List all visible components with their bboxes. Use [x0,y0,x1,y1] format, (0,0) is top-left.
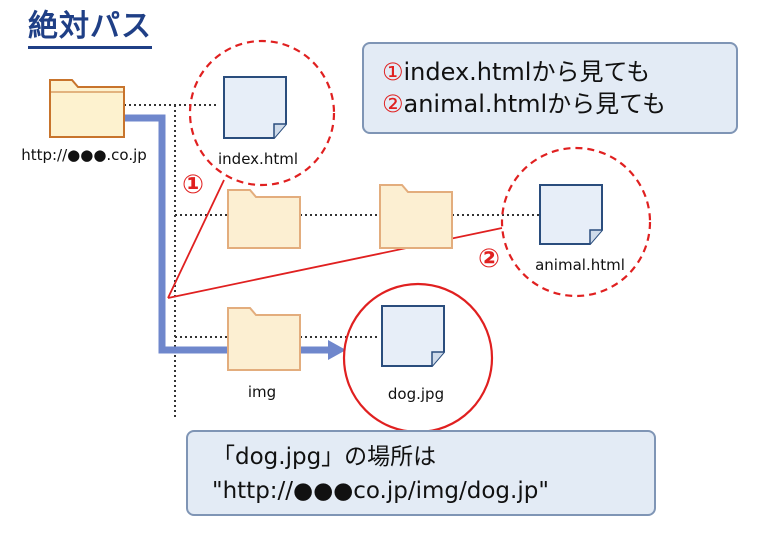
location-box: 「dog.jpg」の場所は "http://●●●co.jp/img/dog.j… [186,430,656,516]
dog-file-label: dog.jpg [387,385,445,403]
info-text-1: index.htmlから見ても [403,58,651,86]
index-file-label: index.html [218,150,298,168]
file-index-icon [223,76,287,139]
info-line-1: ①index.htmlから見ても [382,56,736,88]
info-text-2: animal.htmlから見ても [403,90,666,118]
info-line-2: ②animal.htmlから見ても [382,88,736,120]
page-title: 絶対パス [28,8,152,49]
info-marker-1: ① [382,58,404,86]
highlight-circle-index [188,39,336,187]
location-line-2: "http://●●●co.jp/img/dog.jp" [212,478,549,504]
folder-img-icon [227,307,301,371]
img-folder-label: img [247,383,277,401]
marker-2: ② [477,244,501,274]
info-marker-2: ② [382,90,404,118]
folder-root-icon [49,79,125,138]
animal-file-label: animal.html [535,256,625,274]
tree-connectors [124,104,540,420]
file-dog-icon [381,305,445,367]
file-animal-icon [539,184,603,245]
info-box: ①index.htmlから見ても ②animal.htmlから見ても [362,42,738,134]
folder-2-icon [379,184,453,249]
absolute-path-arrowhead [328,340,346,360]
folder-1-icon [227,189,301,249]
highlight-circle-animal [500,146,652,298]
location-line-1: 「dog.jpg」の場所は [212,444,437,470]
root-folder-label: http://●●●.co.jp [21,146,147,164]
marker-1: ① [181,170,205,200]
reference-line-index [167,179,225,299]
